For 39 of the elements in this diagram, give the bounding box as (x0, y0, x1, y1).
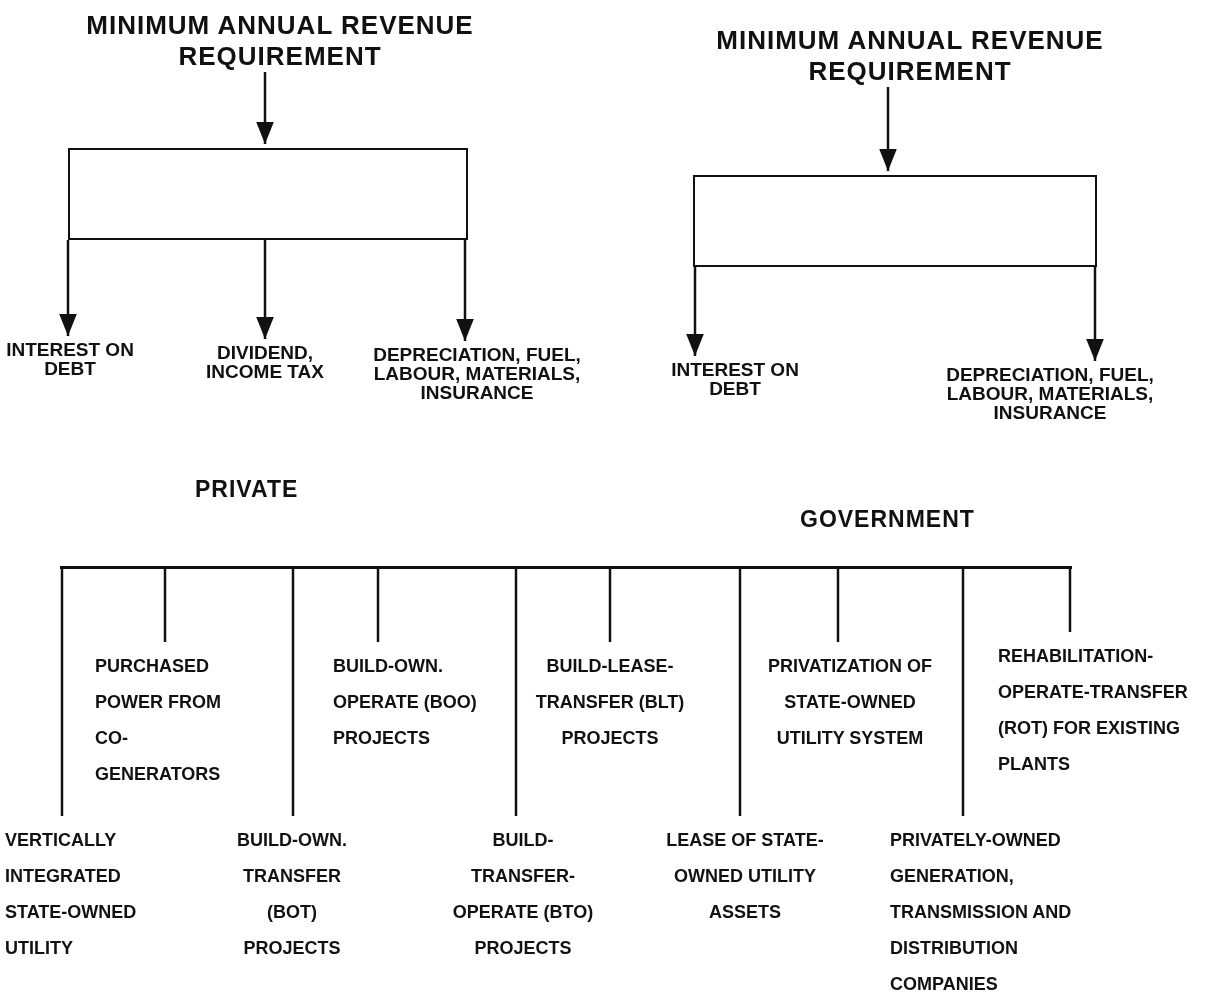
node-text: PURCHASED POWER FROM CO-GENERATORS (95, 648, 240, 792)
node-text: BUILD-OWN. TRANSFER (BOT) PROJECTS (222, 822, 362, 966)
node-text: REHABILITATION-OPERATE-TRANSFER (ROT) FOR EXISTING PLANTS (998, 638, 1211, 782)
node-text: BUILD-OWN. OPERATE (BOO) PROJECTS (333, 648, 493, 756)
heading-text: MINIMUM ANNUAL REVENUE REQUIREMENT (700, 25, 1120, 88)
connector-line (1068, 569, 1072, 632)
node-text: DEPRECIATION, FUEL, LABOUR, MATERIALS, INSURANCE (372, 345, 582, 402)
connector-line (514, 569, 518, 816)
section-label: PRIVATE (195, 476, 299, 503)
connector-bar (60, 566, 1072, 569)
node-text: BUILD-TRANSFER-OPERATE (BTO) PROJECTS (443, 822, 603, 966)
heading-text: MINIMUM ANNUAL REVENUE REQUIREMENT (75, 10, 485, 73)
connector-line (961, 569, 965, 816)
node-text: PRIVATIZATION OF STATE-OWNED UTILITY SYSTEM (760, 648, 940, 756)
arrow (456, 240, 474, 341)
connector-line (836, 569, 840, 642)
connector-line (291, 569, 295, 816)
node-text: LEASE OF STATE-OWNED UTILITY ASSETS (650, 822, 840, 930)
node-text: INTEREST ON DEBT (655, 360, 815, 398)
frame-box (693, 175, 1097, 267)
arrow (256, 240, 274, 339)
frame-box (68, 148, 468, 240)
connector-line (60, 569, 64, 816)
connector-line (163, 569, 167, 642)
arrow (1086, 267, 1104, 361)
node-text: PRIVATELY-OWNED GENERATION, TRANSMISSION AND DISTRIBUTION COMPANIES (890, 822, 1095, 1001)
section-label: GOVERNMENT (800, 506, 975, 533)
node-text: BUILD-LEASE-TRANSFER (BLT) PROJECTS (535, 648, 685, 756)
arrow (879, 87, 897, 171)
connector-line (376, 569, 380, 642)
connector-line (608, 569, 612, 642)
node-text: VERTICALLY INTEGRATED STATE-OWNED UTILITY (5, 822, 155, 966)
node-text: INTEREST ON DEBT (5, 340, 135, 378)
arrow (59, 240, 77, 336)
arrow (686, 267, 704, 356)
connector-line (738, 569, 742, 816)
node-text: DEPRECIATION, FUEL, LABOUR, MATERIALS, INSURANCE (945, 365, 1155, 422)
arrow (256, 72, 274, 144)
node-text: DIVIDEND, INCOME TAX (200, 343, 330, 381)
